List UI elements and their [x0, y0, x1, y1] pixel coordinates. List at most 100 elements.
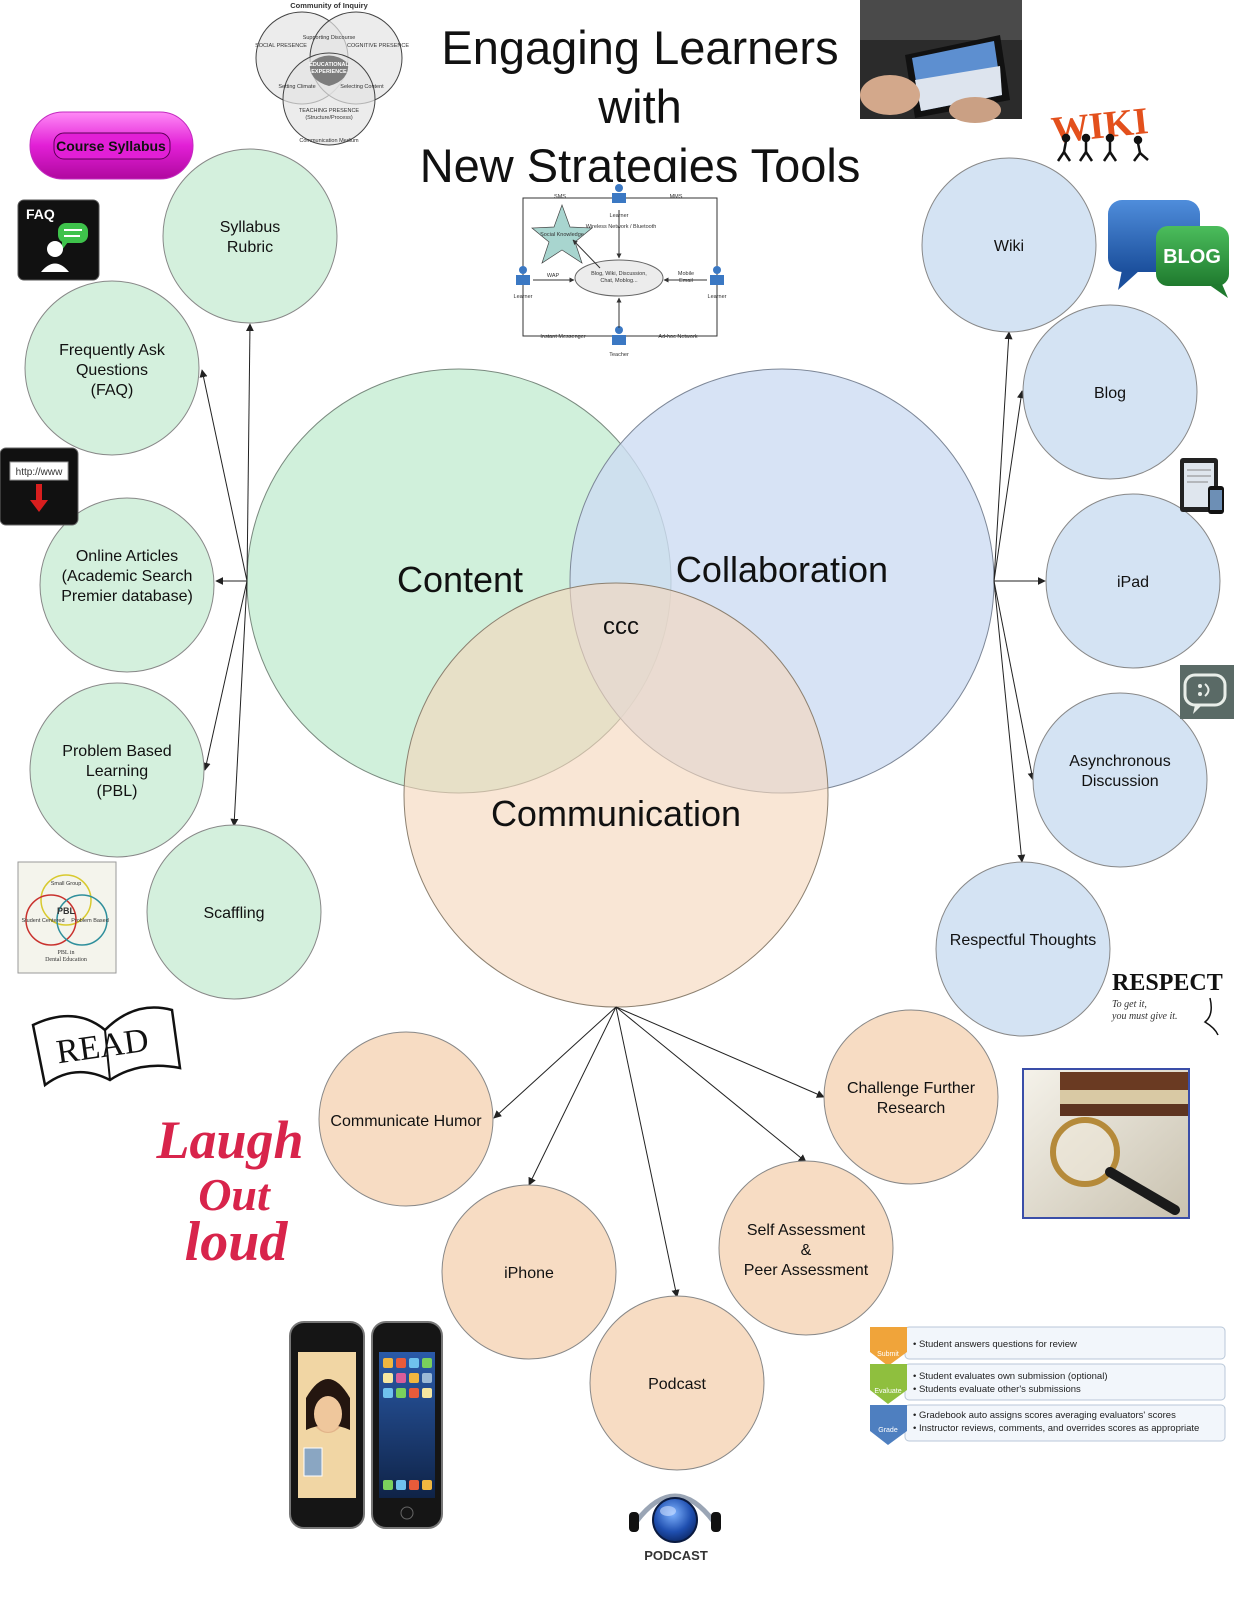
arrow-to-respect: [993, 580, 1026, 863]
laugh-out-loud-image: Laugh Out loud: [155, 1110, 303, 1273]
node-ipad: iPad: [1045, 493, 1221, 669]
discussion-chat-icon: [1180, 665, 1234, 719]
arrow-to-podcast: [615, 1006, 680, 1298]
pbl-center: PBL: [57, 906, 76, 916]
net-mobile-email-1: Mobile: [678, 271, 694, 277]
coi-teaching-1: TEACHING PRESENCE: [299, 108, 360, 114]
respect-sub-2: you must give it.: [1111, 1011, 1178, 1022]
venn-content-label: Content: [397, 559, 523, 600]
node-research-line-1: Challenge Further: [847, 1080, 976, 1097]
pbl-small-group: Small Group: [51, 881, 82, 887]
title-line-2: with: [598, 80, 682, 133]
node-faq: Frequently Ask Questions (FAQ): [24, 280, 200, 456]
iphones-image: [289, 1321, 443, 1529]
diagram-title: Engaging Learners with New Strategies To…: [380, 18, 900, 182]
content-nodes: Syllabus Rubric Frequently Ask Questions…: [24, 148, 338, 1000]
pbl-venn-image: Small Group PBL Student Centered Problem…: [17, 861, 117, 974]
arrow-to-iphone: [528, 1006, 617, 1186]
node-blog-text: Blog: [1094, 385, 1126, 402]
venn-collaboration-label: Collaboration: [676, 549, 888, 590]
node-scaffling: Scaffling: [146, 824, 322, 1000]
arrow-to-self-assessment: [615, 1006, 807, 1163]
community-of-inquiry-image: Community of Inquiry SOCIAL PRESENCE COG…: [255, 1, 409, 146]
podcast-label: PODCAST: [644, 1548, 708, 1563]
coi-center-2: EXPERIENCE: [311, 69, 347, 75]
communication-nodes: Communicate Humor iPhone Podcast Self As…: [318, 1009, 999, 1471]
arrow-to-pbl: [202, 580, 248, 771]
laugh-line-1: Laugh: [155, 1110, 303, 1170]
podcast-logo: PODCAST: [629, 1493, 721, 1563]
magnifier-books-photo: [1022, 1068, 1190, 1219]
node-syllabus-rubric: Syllabus Rubric: [162, 148, 338, 324]
http-label: http://www: [16, 467, 63, 478]
node-respectful-thoughts: Respectful Thoughts: [935, 861, 1111, 1037]
node-self-line-3: Peer Assessment: [744, 1262, 869, 1279]
review-text-2b: • Students evaluate other's submissions: [913, 1384, 1081, 1395]
pbl-student: Student Centered: [21, 918, 64, 924]
arrow-to-async: [993, 580, 1036, 781]
arrow-to-scaffling: [230, 580, 248, 827]
node-faq-line-3: (FAQ): [91, 382, 134, 399]
net-mobile-email-2: Email: [679, 278, 693, 284]
node-research-line-2: Research: [877, 1100, 945, 1117]
venn-diagram: Content Collaboration Communication ccc: [246, 368, 995, 1008]
venn-center-label: ccc: [603, 613, 639, 640]
node-humor-text: Communicate Humor: [330, 1113, 482, 1130]
node-syllabus-line-2: Rubric: [227, 239, 273, 256]
node-pbl-line-2: Learning: [86, 763, 148, 780]
wiki-logo: WIKI: [1049, 100, 1150, 162]
mobile-learning-network-image: SMS MMS Learner Wireless Network / Bluet…: [514, 184, 727, 358]
node-articles-line-1: Online Articles: [76, 548, 178, 565]
web-download-icon: http://www: [0, 447, 79, 526]
coi-social: SOCIAL PRESENCE: [255, 43, 307, 49]
course-syllabus-label: Course Syllabus: [56, 138, 166, 154]
pbl-caption-1: PBL in: [58, 950, 75, 956]
pbl-caption-2: Dental Education: [45, 957, 87, 963]
coi-selecting: Selecting Content: [340, 84, 384, 90]
net-wap: WAP: [547, 273, 560, 279]
review-step-2: Evaluate: [874, 1388, 901, 1395]
coi-center-1: EDUCATIONAL: [309, 62, 349, 68]
node-pbl-line-1: Problem Based: [62, 743, 171, 760]
net-adhoc: Ad-hoc Network: [658, 334, 697, 340]
node-articles-line-3: Premier database): [61, 588, 193, 605]
node-articles-line-2: (Academic Search: [62, 568, 193, 585]
peer-review-process-image: Submit Evaluate Grade • Student answers …: [870, 1326, 1226, 1445]
read-book-image: READ: [31, 1006, 182, 1088]
laugh-line-3: loud: [185, 1211, 289, 1273]
coi-teaching-2: (Structure/Process): [305, 115, 353, 121]
node-communicate-humor: Communicate Humor: [318, 1031, 494, 1207]
node-ipad-text: iPad: [1117, 574, 1149, 591]
node-pbl: Problem Based Learning (PBL): [29, 682, 205, 858]
net-wireless: Wireless Network / Bluetooth: [586, 224, 657, 230]
node-challenge-research: Challenge Further Research: [823, 1009, 999, 1185]
arrow-to-faq: [199, 369, 248, 582]
ipad-hands-photo: [860, 0, 1022, 123]
connector-arrows: [199, 323, 1046, 1298]
net-learner-top: Learner: [610, 213, 629, 219]
respect-logo: RESPECT To get it, you must give it.: [1111, 970, 1223, 1036]
review-text-3a: • Gradebook auto assigns scores averagin…: [913, 1410, 1176, 1421]
title-line-3-text: New Strategies Tools: [419, 139, 861, 182]
net-cloud-2: Chat, Moblog...: [600, 278, 638, 284]
coi-title: Community of Inquiry: [290, 1, 368, 10]
net-sms: SMS: [554, 194, 566, 200]
node-wiki-text: Wiki: [994, 238, 1024, 255]
node-faq-line-2: Questions: [76, 362, 148, 379]
net-teacher: Teacher: [609, 352, 629, 358]
laugh-line-2: Out: [198, 1169, 271, 1220]
node-self-line-2: &: [801, 1242, 812, 1259]
node-scaffling-text: Scaffling: [203, 905, 264, 922]
node-iphone-text: iPhone: [504, 1265, 554, 1282]
coi-medium: Communication Medium: [299, 138, 359, 144]
node-pbl-line-3: (PBL): [97, 783, 138, 800]
pbl-problem: Problem Based: [71, 918, 109, 924]
node-blog: Blog: [1022, 304, 1198, 480]
review-text-2a: • Student evaluates own submission (opti…: [913, 1371, 1108, 1382]
coi-cognitive: COGNITIVE PRESENCE: [347, 43, 409, 49]
node-podcast: Podcast: [589, 1295, 765, 1471]
node-faq-line-1: Frequently Ask: [59, 342, 166, 359]
respect-sub-1: To get it,: [1112, 999, 1147, 1010]
node-async-line-2: Discussion: [1081, 773, 1158, 790]
